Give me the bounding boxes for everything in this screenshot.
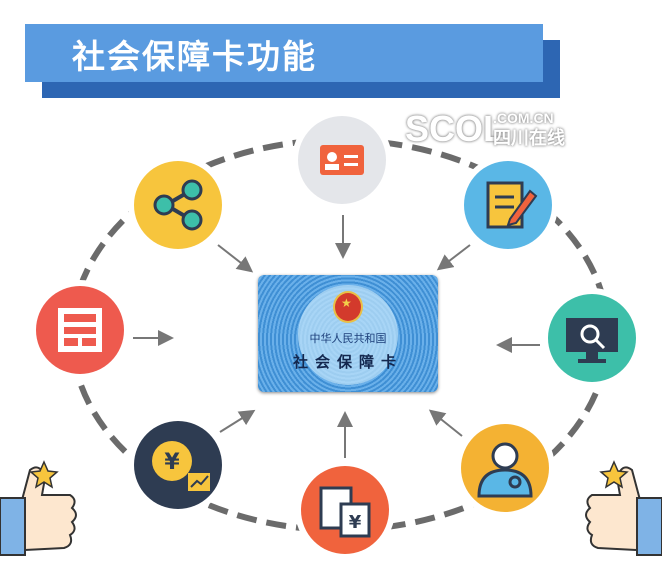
- layout-icon: [58, 308, 102, 352]
- svg-text:¥: ¥: [349, 512, 362, 533]
- national-emblem-icon: ★: [333, 291, 363, 323]
- document-edit-icon: [486, 181, 538, 229]
- card-country: 中华人民共和国: [309, 332, 387, 345]
- coin-chart-icon: ¥: [152, 441, 210, 491]
- thumbs-up-right-icon: [585, 460, 662, 556]
- svg-text:¥: ¥: [164, 450, 180, 475]
- function-circle-id-card: [292, 110, 392, 210]
- id-card-icon: [320, 145, 364, 175]
- function-circle-coin-chart: ¥: [128, 415, 228, 515]
- watermark-domain: .COM.CN: [493, 110, 554, 126]
- watermark-chinese: 四川在线: [493, 128, 565, 149]
- function-circle-layout: [30, 280, 130, 380]
- arrows: [133, 215, 540, 458]
- function-circle-share: [128, 155, 228, 255]
- social-security-card: ★ 中华人民共和国 社会保障卡: [258, 275, 438, 392]
- function-circle-doctor: [455, 418, 555, 518]
- watermark-main: SCOL: [405, 108, 506, 149]
- function-circle-document-edit: [458, 155, 558, 255]
- function-circle-monitor-search: [542, 288, 642, 388]
- thumbs-up-left-icon: [0, 460, 77, 556]
- doctor-icon: [477, 442, 533, 498]
- page-title: 社会保障卡功能: [72, 37, 317, 76]
- receipt-yuan-icon: ¥: [319, 486, 371, 538]
- title-banner: [25, 24, 543, 82]
- card-name: 社会保障卡: [292, 353, 403, 371]
- monitor-search-icon: [566, 318, 618, 363]
- function-circle-receipt-yuan: ¥: [295, 460, 395, 560]
- share-icon: [153, 179, 203, 231]
